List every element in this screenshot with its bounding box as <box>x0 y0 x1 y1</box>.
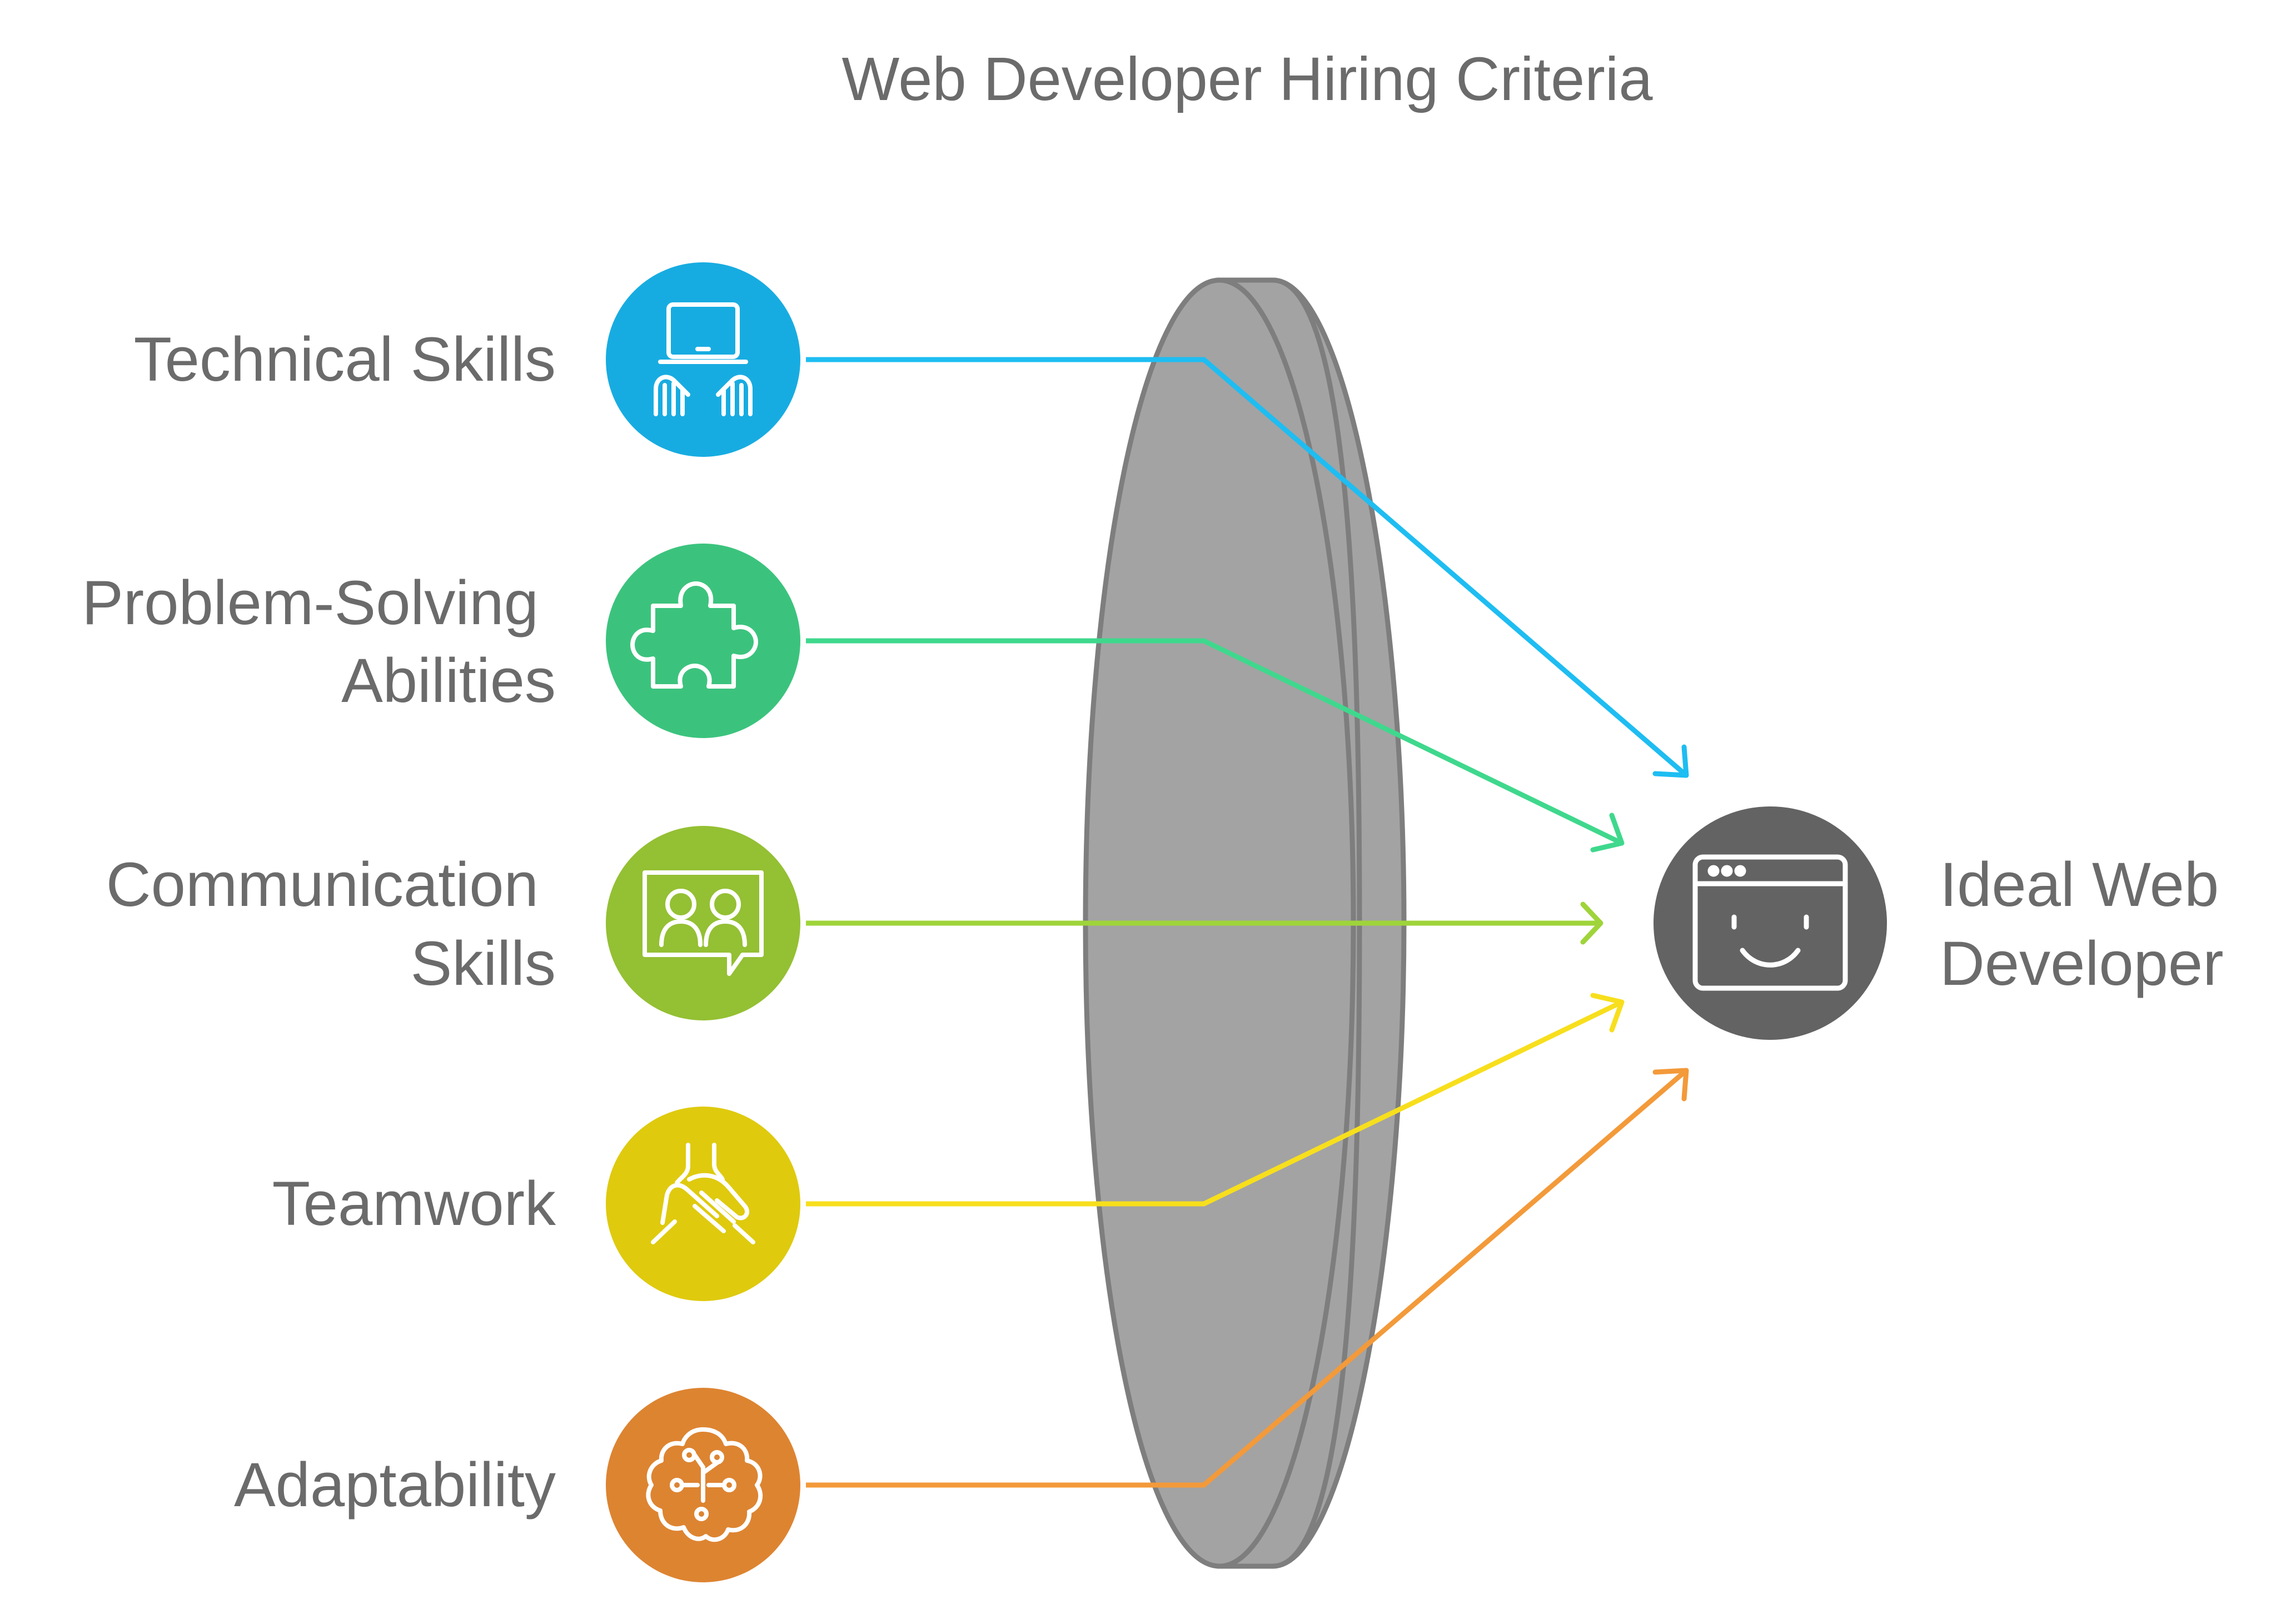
arrow-communication-skills <box>806 901 1603 945</box>
stacked-hands-icon <box>651 1143 755 1244</box>
target-ideal-web-developer: Ideal Web Developer <box>1654 806 2236 1040</box>
adaptability-label: Adaptability <box>234 1450 556 1520</box>
smiling-browser-icon <box>1692 854 1848 991</box>
chat-users-icon <box>643 870 764 976</box>
arrow-technical-skills <box>806 357 1689 778</box>
laptop-typing-icon <box>654 302 753 416</box>
criterion-teamwork <box>606 1107 800 1301</box>
diagram-title: Web Developer Hiring Criteria <box>841 45 1653 113</box>
technical-skills-label: Technical Skills <box>134 325 556 394</box>
arrow-problem-solving <box>806 638 1625 853</box>
teamwork-label: Teamwork <box>272 1169 556 1238</box>
criterion-problem-solving <box>606 544 800 738</box>
criterion-adaptability <box>606 1388 800 1582</box>
puzzle-piece-icon <box>630 581 758 689</box>
problem-solving-circle <box>606 544 800 738</box>
ideal-web-developer-circle <box>1654 806 1887 1040</box>
ideal-web-developer-label: Ideal Web Developer <box>1940 850 2236 998</box>
communication-skills-circle <box>606 826 800 1020</box>
arrow-teamwork <box>806 993 1625 1207</box>
brain-circuit-icon <box>646 1427 763 1542</box>
criterion-communication-skills <box>606 826 800 1020</box>
criterion-technical-skills <box>606 262 800 457</box>
communication-skills-label: Communication Skills <box>106 850 556 998</box>
arrows-layer <box>806 357 1689 1488</box>
arrow-adaptability <box>806 1068 1689 1488</box>
problem-solving-label: Problem-Solving Abilities <box>82 568 556 715</box>
criteria-labels: Technical Skills Problem-Solving Abiliti… <box>82 325 556 1520</box>
